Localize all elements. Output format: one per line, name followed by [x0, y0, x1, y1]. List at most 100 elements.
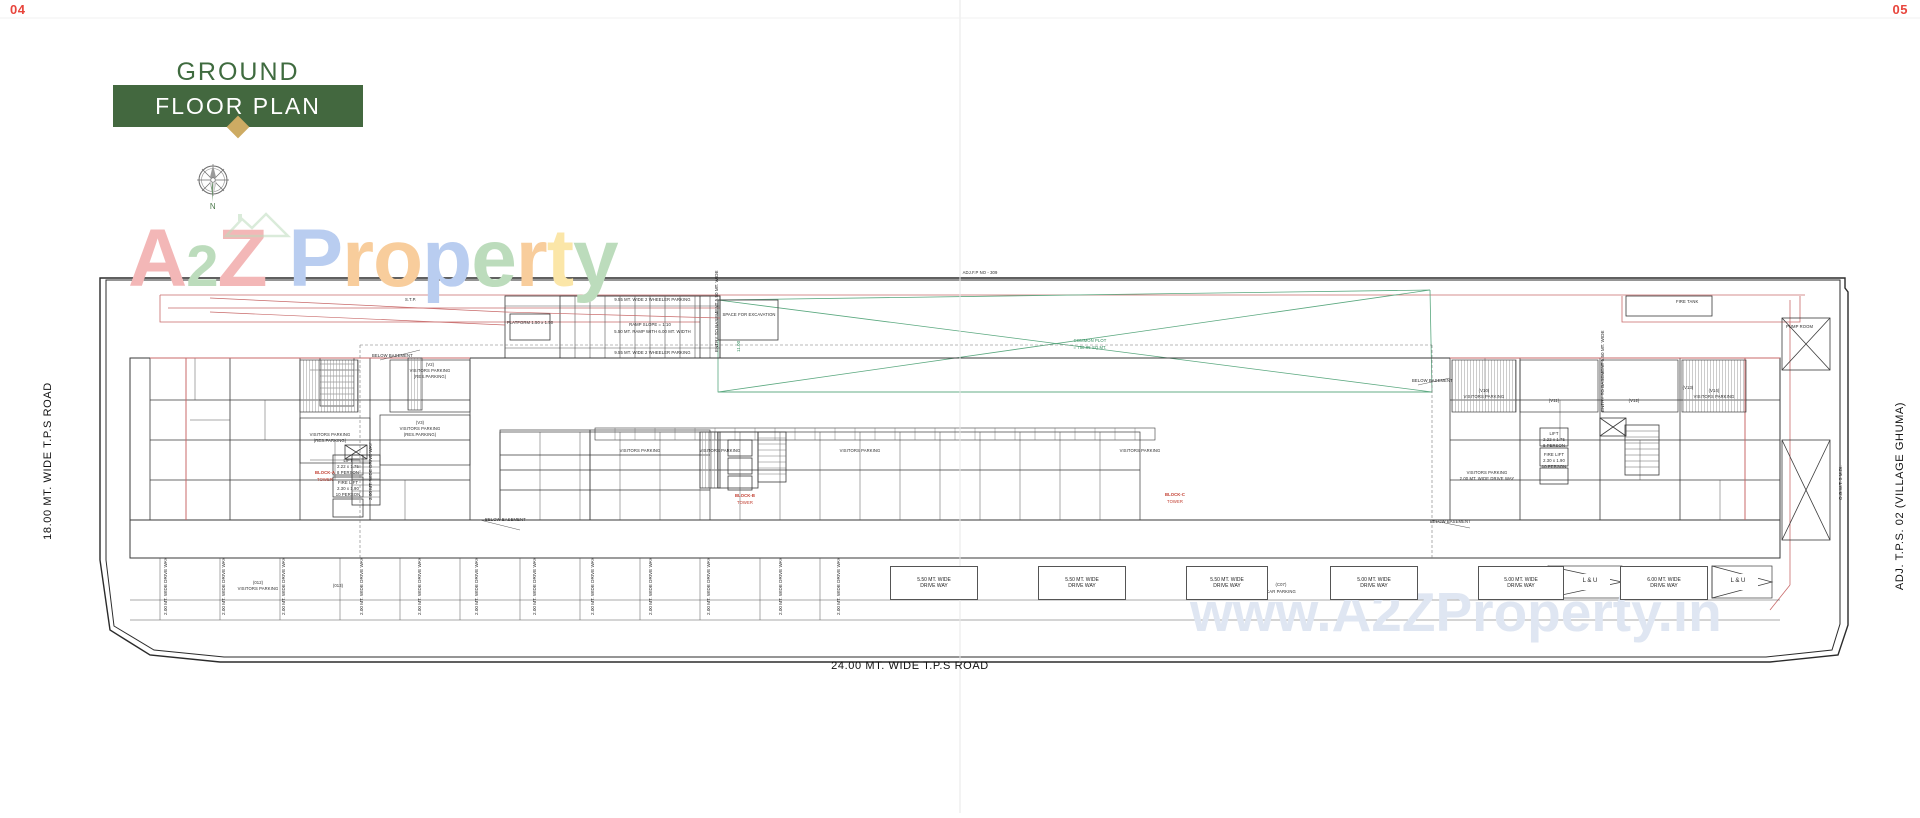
- lift-label-c: LIFT: [1549, 431, 1559, 436]
- visitor-code-v10: (V10): [1478, 388, 1490, 393]
- platform-label: PLATFORM 1.50 x 1.50: [506, 320, 554, 325]
- visitor-label-r1: VISITORS PARKING: [1463, 394, 1505, 399]
- visitor-label-center4: VISITORS PARKING: [1119, 448, 1161, 453]
- lift-size-c: 2.22 x 1.75: [1543, 437, 1565, 442]
- title-line-ground: GROUND: [176, 58, 300, 86]
- driveway-vertical-label: 2.00 MT. WIDE DRIVE WAY: [590, 557, 595, 615]
- ramp-width-label: 5.50 MT. RAMP WITH 6.00 MT. WIDTH: [614, 329, 691, 334]
- entry-basement-right: ENTRY TO BASEMENT 5.50 MT. WIDE: [1600, 330, 1605, 412]
- road-label-left: 18.00 MT. WIDE T.P.S ROAD: [42, 382, 54, 540]
- block-b-core: [699, 431, 787, 491]
- visitor-label-1: VISITORS PARKING: [409, 368, 451, 373]
- title-line-floor-plan: FLOOR PLAN: [155, 93, 321, 119]
- driveway-box-line2: DRIVE WAY: [1213, 583, 1241, 589]
- fire-lift-label-c: FIRE LIFT: [1543, 452, 1565, 457]
- fire-lift-size-a: 2.30 x 1.90: [337, 486, 359, 491]
- ramp-slope-label: RAMP SLOPE = 1:10: [629, 322, 671, 327]
- driveway-box-line1: 5.00 MT. WIDE: [1357, 576, 1391, 583]
- top-ramp-block: [504, 295, 779, 359]
- driveway-box-line2: DRIVE WAY: [1650, 583, 1678, 589]
- compass-north-label: N: [209, 202, 217, 211]
- entry-basement-label: ENTRY TO BASEMENT 5.50 MT. WIDE: [714, 270, 719, 352]
- block-c-sub: TOWER: [1166, 499, 1183, 504]
- fire-tank-label: FIRE TANK: [1676, 299, 1699, 304]
- driveway-box-line1: 5.50 MT. WIDE: [1210, 576, 1244, 583]
- visitor-code-v3: (V3): [415, 420, 425, 425]
- visitor-box-012: (012): [252, 580, 264, 585]
- visitor-label-center3: VISITORS PARKING: [839, 448, 881, 453]
- lift-size-a: 2.22 x 1.75: [337, 464, 359, 469]
- lu-label-2: L & U: [1718, 574, 1758, 590]
- common-plot-outline: [717, 289, 1433, 393]
- visitor-res-1: (RES.PARKING): [413, 374, 447, 379]
- visitor-code-v2: (V2): [425, 362, 435, 367]
- adj-plot-label: ADJ.F.P NO - 309: [962, 270, 998, 275]
- fire-lift-size-c: 2.30 x 1.90: [1543, 458, 1565, 463]
- driveway-box-line1: 5.50 MT. WIDE: [917, 576, 951, 583]
- two-wheeler-top-label: 9.55 MT. WIDE 2 WHEELER PARKING: [614, 297, 691, 302]
- fire-lift-cap-a: 10 PERSON: [335, 492, 361, 497]
- road-label-right: ADJ. T.P.S. 02 (VILLAGE GHUMA): [1894, 401, 1906, 591]
- site-boundary: [99, 277, 1849, 663]
- visitor-label-2: VISITORS PARKING: [399, 426, 441, 431]
- driveway-box-line1: 5.50 MT. WIDE: [1065, 576, 1099, 583]
- lu-label-1: L & U: [1570, 574, 1610, 590]
- visitor-label-r2: VISITORS PARKING: [1693, 394, 1735, 399]
- below-basement-right2: BELOW BASEMENT: [1430, 519, 1471, 524]
- block-a-sub: TOWER: [316, 477, 333, 482]
- watermark-house-icon: [223, 212, 292, 238]
- compass-rose: N: [190, 158, 236, 216]
- below-basement-left: BELOW BASEMENT: [372, 353, 413, 358]
- driveway-vertical-label: 2.00 MT. WIDE DRIVE WAY: [778, 557, 783, 615]
- site-boundary-inner: [105, 279, 1841, 658]
- visitor-res-3: (RES.PARKING): [313, 438, 347, 443]
- lift-label-a: LIFT: [343, 458, 353, 463]
- lift-cap-c: 8 PERSON: [1543, 443, 1565, 448]
- visitor-res-2: (RES.PARKING): [403, 432, 437, 437]
- right-visitor-parking: [1451, 359, 1747, 413]
- lift-cap-a: 8 PERSON: [337, 470, 359, 475]
- common-plot-line1: COMMON PLOT: [1073, 338, 1107, 343]
- fire-lift-label-a: FIRE LIFT: [337, 480, 359, 485]
- driveway-vertical-label: 2.00 MT. WIDE DRIVE WAY: [648, 557, 653, 615]
- visitor-label-r3: VISITORS PARKING: [1466, 470, 1508, 475]
- dim-1100-label: 11.00: [736, 340, 741, 352]
- driveway-box-line1: 5.00 MT. WIDE: [1504, 576, 1538, 583]
- driveway-vertical-label: 2.00 MT. WIDE DRIVE WAY: [532, 557, 537, 615]
- north-arrow-icon: [197, 164, 229, 202]
- fire-lift-cap-c: 10 PERSON: [1541, 464, 1567, 469]
- driveway-vertical-label: 2.00 MT. WIDE DRIVE WAY: [417, 557, 422, 615]
- ogwt-label: O.G.W.T. 5 M.DI.: [1838, 465, 1843, 500]
- stp-label: S.T.P.: [405, 297, 417, 302]
- visitor-code-v14: (V14): [1708, 388, 1720, 393]
- bottom-parking-grid: [130, 558, 1780, 621]
- visitor-label-center1: VISITORS PARKING: [619, 448, 661, 453]
- driveway-box-line2: DRIVE WAY: [1360, 583, 1388, 589]
- driveway-box-line2: DRIVE WAY: [1068, 583, 1096, 589]
- setback-lines: [159, 294, 1805, 611]
- below-basement-left2: BELOW BASEMENT: [485, 517, 526, 522]
- below-basement-right: BELOW BASEMENT: [1412, 378, 1453, 383]
- driveway-r3: 2.00 MT. WIDE DRIVE WAY: [1459, 476, 1515, 481]
- visitor-label-3: VISITORS PARKING: [309, 432, 351, 437]
- block-a-label: BLOCK-A: [314, 470, 335, 475]
- visitor-box-013: (013): [332, 583, 344, 588]
- block-b-label: BLOCK-B: [734, 493, 755, 498]
- fire-tank-block: [1625, 295, 1831, 541]
- visitor-code-v12: (V12): [1628, 398, 1640, 403]
- page-number-left: 04: [10, 2, 26, 17]
- driveway-vert-center: 2.00 MT. WIDE DRIVE WAY: [368, 442, 373, 500]
- pump-room-label: PUMP ROOM: [1786, 324, 1814, 329]
- car-parking-code: (C07): [1275, 582, 1287, 587]
- driveway-box-line2: DRIVE WAY: [920, 583, 948, 589]
- two-wheeler-parking: [594, 427, 1156, 441]
